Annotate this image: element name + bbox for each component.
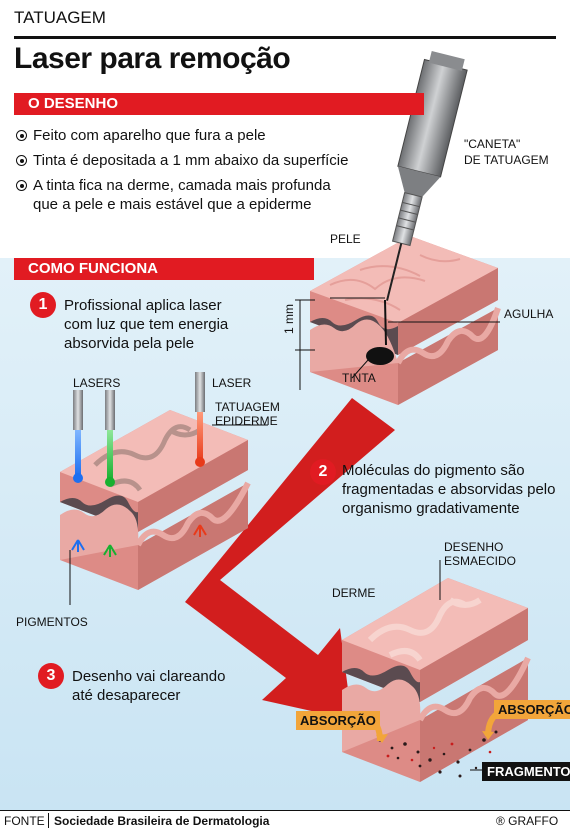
laser-head-red — [195, 372, 205, 462]
skin-block-laser — [60, 372, 268, 605]
bullet-icon — [16, 180, 27, 191]
step-1-text: Profissional aplica laser com luz que te… — [64, 297, 229, 352]
label-epiderme: EPIDERME — [215, 414, 278, 428]
label-esmaecido: ESMAECIDO — [444, 554, 517, 568]
skin-block-tattoo — [295, 236, 501, 405]
step-1-number: 1 — [30, 292, 56, 318]
pen-label-line2: DE TATUAGEM — [464, 153, 549, 167]
footer-source: Sociedade Brasileira de Dermatologia — [54, 814, 270, 828]
step-2-number: 2 — [310, 459, 336, 485]
label-agulha: AGULHA — [504, 307, 554, 321]
bullet-2: Tinta é depositada a 1 mm abaixo da supe… — [16, 151, 348, 170]
bullet-3: A tinta fica na derme, camada mais profu… — [16, 176, 331, 195]
label-depth: 1 mm — [282, 304, 296, 334]
step-3-text: Desenho vai clareando até desaparecer — [72, 668, 226, 704]
laser-head-blue — [73, 390, 83, 476]
laser-head-green — [105, 390, 115, 480]
label-lasers: LASERS — [73, 376, 121, 390]
pen-label-line1: "CANETA" — [464, 137, 521, 151]
fragments-badge: FRAGMENTOS — [482, 762, 570, 781]
tattoo-pen — [386, 50, 468, 301]
absorption-badge-left: ABSORÇÃO — [296, 711, 380, 730]
label-pele: PELE — [330, 232, 361, 246]
step-2-text: Moléculas do pigmento são fragmentadas e… — [342, 462, 556, 517]
label-pigmentos: PIGMENTOS — [16, 615, 88, 629]
footer-rule — [0, 810, 570, 811]
process-arrow — [185, 398, 395, 720]
section-title-como-funciona: COMO FUNCIONA — [14, 258, 314, 280]
footer-source-label: FONTE — [4, 814, 45, 828]
bullet-icon — [16, 155, 27, 166]
label-tatuagem: TATUAGEM — [215, 400, 280, 414]
label-derme: DERME — [332, 586, 376, 600]
bullet-icon — [16, 130, 27, 141]
absorption-badge-right: ABSORÇÃO — [494, 700, 570, 719]
footer-credit: ® GRAFFO — [496, 814, 559, 828]
kicker: TATUAGEM — [14, 8, 106, 27]
step-3-number: 3 — [38, 663, 64, 689]
label-tinta: TINTA — [342, 371, 376, 385]
label-desenho: DESENHO — [444, 540, 504, 554]
footer-divider — [48, 813, 49, 828]
headline: Laser para remoção — [14, 42, 291, 75]
section-title-o-desenho: O DESENHO — [14, 93, 424, 115]
skin-block-result — [342, 560, 531, 782]
label-laser: LASER — [212, 376, 252, 390]
bullet-3-continued: que a pele e mais estável que a epiderme — [33, 196, 312, 213]
header-rule — [14, 36, 556, 39]
bullet-1: Feito com aparelho que fura a pele — [16, 126, 266, 145]
